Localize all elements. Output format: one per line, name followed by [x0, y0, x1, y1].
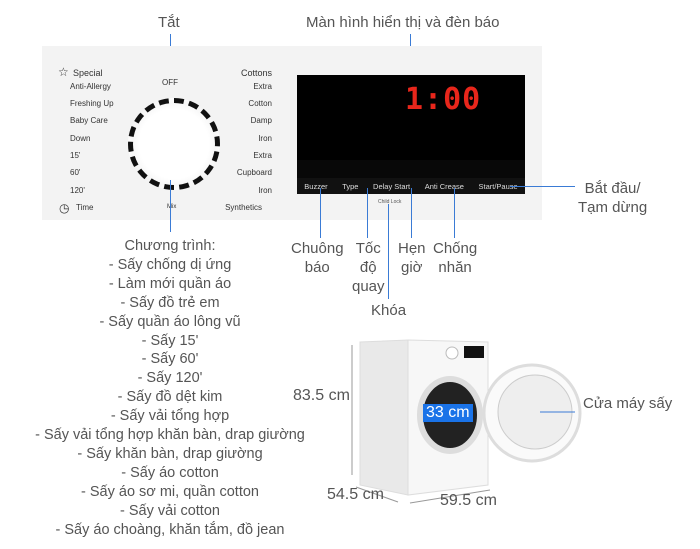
prog-cotton: Cotton	[248, 99, 272, 108]
prog-cupboard: Cupboard	[236, 168, 272, 177]
label-buzzer: Chuông báo	[291, 239, 344, 277]
label-anti-crease-line: nhăn	[438, 259, 472, 276]
prog-15: 15'	[70, 151, 81, 160]
program-item: - Sấy áo choàng, khăn tắm, đồ jean	[55, 521, 285, 538]
label-buzzer-line: báo	[304, 259, 330, 276]
program-item: - Sấy áo sơ mi, quần cotton	[81, 483, 259, 500]
program-item: - Sấy vải tổng hợp	[110, 408, 230, 425]
height-label: 83.5 cm	[293, 387, 350, 404]
depth-label: 54.5 cm	[327, 486, 384, 503]
program-list: Chương trình: - Sấy chống dị ứng - Làm mớ…	[20, 237, 320, 540]
prog-time: Time	[76, 203, 94, 212]
width-label: 59.5 cm	[440, 492, 497, 509]
label-buzzer-line: Chuông	[291, 240, 344, 257]
label-spin-line: độ	[359, 259, 377, 276]
program-item: - Sấy khăn bàn, drap giường	[77, 445, 263, 462]
prog-damp: Damp	[250, 116, 272, 125]
panel-labels: ☆ Special Anti-Allergy Freshing Up Baby …	[42, 46, 542, 220]
prog-60: 60'	[70, 168, 81, 177]
display-strip	[297, 160, 525, 178]
label-door: Cửa máy sấy	[583, 395, 673, 412]
program-item: - Làm mới quần áo	[108, 275, 232, 292]
program-item: - Sấy 15'	[141, 332, 199, 349]
display-screen	[297, 75, 525, 160]
program-dial[interactable]	[128, 98, 220, 190]
label-spin-line: quay	[352, 278, 385, 295]
prog-iron: Iron	[258, 134, 272, 143]
label-spin: Tốc độ quay	[352, 239, 385, 296]
label-display: Màn hình hiển thị và đèn báo	[306, 14, 500, 31]
program-item: - Sấy đồ dệt kim	[117, 389, 223, 406]
clock-icon: ◷	[59, 201, 70, 215]
anti-crease-button[interactable]: Anti Crease	[424, 181, 464, 191]
button-strip: Buzzer Type Delay Start Anti Crease Star…	[297, 178, 525, 194]
program-item: - Sấy áo cotton	[121, 464, 219, 481]
prog-120: 120'	[70, 186, 85, 195]
mix-mark: Mix	[167, 204, 177, 210]
label-spin-line: Tốc	[355, 240, 381, 257]
label-anti-crease-line: Chống	[433, 240, 478, 257]
program-list-title: Chương trình:	[124, 238, 216, 254]
program-item: - Sấy đồ trẻ em	[120, 294, 220, 311]
program-item: - Sấy vải cotton	[120, 502, 220, 519]
prog-extra: Extra	[253, 82, 272, 91]
time-display: 1:00	[405, 82, 482, 117]
buzzer-button[interactable]: Buzzer	[304, 181, 328, 191]
prog-down: Down	[70, 134, 91, 143]
program-item: - Sấy 60'	[141, 351, 199, 368]
star-icon: ☆	[58, 65, 69, 79]
prog-cottons: Cottons	[240, 68, 272, 78]
label-delay-line: giờ	[401, 259, 423, 276]
child-lock-label: Child Lock	[378, 199, 402, 205]
label-delay-line: Hẹn	[398, 240, 426, 257]
prog-synthetics: Synthetics	[225, 203, 262, 212]
door-diameter-label: 33 cm	[423, 404, 473, 422]
delay-start-button[interactable]: Delay Start	[373, 181, 411, 191]
label-start-pause-line: Tạm dừng	[578, 199, 648, 216]
label-delay: Hẹn giờ	[398, 239, 426, 277]
program-item: - Sấy chống dị ứng	[108, 256, 232, 273]
prog-syn-extra: Extra	[253, 151, 272, 160]
start-pause-button[interactable]: Start/Pause	[478, 181, 518, 191]
label-lock: Khóa	[371, 302, 407, 319]
type-button[interactable]: Type	[342, 181, 359, 191]
program-item: - Sấy quần áo lông vũ	[99, 313, 241, 330]
prog-anti-allergy: Anti-Allergy	[70, 82, 111, 91]
label-off: Tắt	[158, 14, 180, 31]
label-start-pause: Bắt đầu/Tạm dừng	[578, 179, 647, 217]
program-item: - Sấy 120'	[137, 370, 203, 387]
label-start-pause-line: Bắt đầu/	[584, 180, 641, 197]
prog-syn-iron: Iron	[258, 186, 272, 195]
prog-special: Special	[73, 68, 103, 78]
program-item: - Sấy vải tổng hợp khăn bàn, drap giường	[35, 427, 305, 444]
off-mark: OFF	[162, 78, 178, 87]
prog-baby-care: Baby Care	[70, 116, 108, 125]
prog-freshing-up: Freshing Up	[70, 99, 114, 108]
label-anti-crease: Chống nhăn	[433, 239, 477, 277]
